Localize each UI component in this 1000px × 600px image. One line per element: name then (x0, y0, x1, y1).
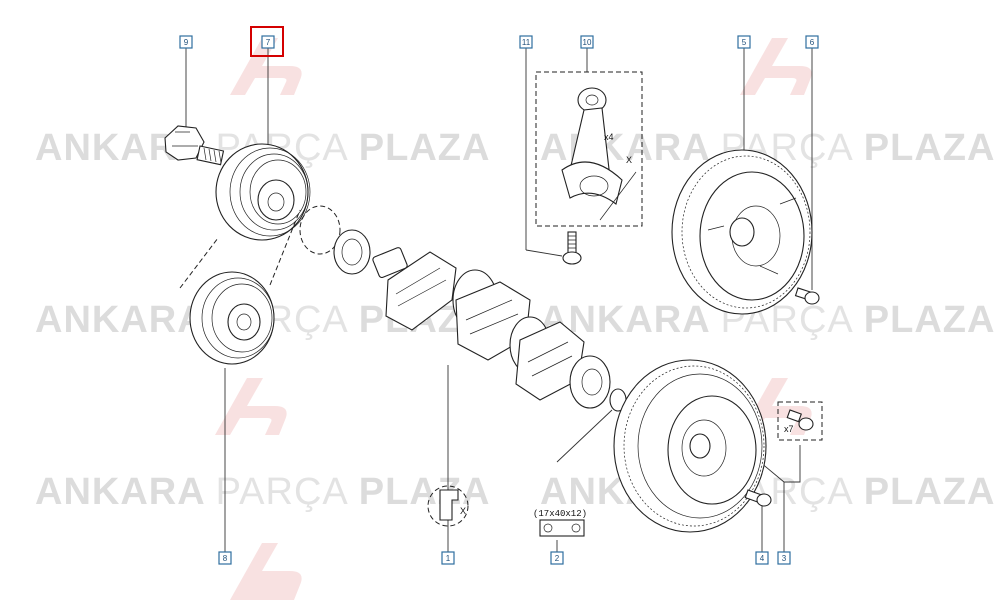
callouts: 9 7 11 10 5 6 8 1 (179, 26, 819, 565)
svg-text:5: 5 (742, 38, 747, 47)
rod-dimension: X (626, 155, 632, 165)
part-3-clutch-flywheel (613, 359, 767, 533)
part-10-connecting-rod: x4 X (535, 71, 643, 227)
part-1-detail-view: X (427, 485, 469, 527)
callout-1[interactable]: 1 (441, 551, 455, 565)
callout-7[interactable]: 7 (250, 26, 284, 57)
watermark-logo (230, 38, 302, 95)
svg-text:10: 10 (583, 38, 592, 47)
bolt-quantity: x7 (784, 424, 794, 434)
svg-text:11: 11 (522, 38, 531, 47)
svg-text:7: 7 (266, 38, 271, 47)
callout-4[interactable]: 4 (755, 551, 769, 565)
callout-5[interactable]: 5 (737, 35, 751, 49)
part-7-crank-pulley (215, 143, 311, 241)
part-9-pulley-bolt (164, 125, 225, 166)
rod-quantity: x4 (604, 132, 614, 142)
part-5-flywheel (671, 149, 813, 315)
svg-text:3: 3 (782, 554, 787, 563)
part-8-damper-pulley (189, 271, 275, 365)
watermark-logo (215, 378, 287, 435)
callout-8[interactable]: 8 (218, 551, 232, 565)
svg-text:9: 9 (184, 38, 189, 47)
bolt-kit: x7 (777, 401, 823, 441)
svg-text:1: 1 (446, 554, 451, 563)
watermark-logo (230, 543, 302, 600)
part-11-rod-bolt (562, 231, 582, 265)
selected-callout-highlight (250, 26, 284, 57)
callout-9[interactable]: 9 (179, 35, 193, 49)
watermark-logo (740, 38, 812, 95)
svg-text:6: 6 (810, 38, 815, 47)
bearing-spec: (17x40x12) (533, 509, 587, 519)
svg-text:8: 8 (223, 554, 228, 563)
timing-sprockets (299, 205, 371, 275)
callout-2[interactable]: 2 (550, 551, 564, 565)
callout-3[interactable]: 3 (777, 551, 791, 565)
svg-text:2: 2 (555, 554, 560, 563)
leader-lines (185, 48, 813, 552)
part-6-flywheel-bolt (794, 287, 820, 305)
callout-6[interactable]: 6 (805, 35, 819, 49)
part-4-flywheel-bolt (744, 489, 772, 507)
callout-11[interactable]: 11 (519, 35, 533, 49)
part-1-crankshaft (372, 247, 627, 412)
callout-10[interactable]: 10 (580, 35, 594, 49)
svg-text:4: 4 (760, 554, 765, 563)
detail-dimension: X (460, 506, 466, 516)
part-2-pilot-bearing: (17x40x12) (533, 509, 587, 537)
